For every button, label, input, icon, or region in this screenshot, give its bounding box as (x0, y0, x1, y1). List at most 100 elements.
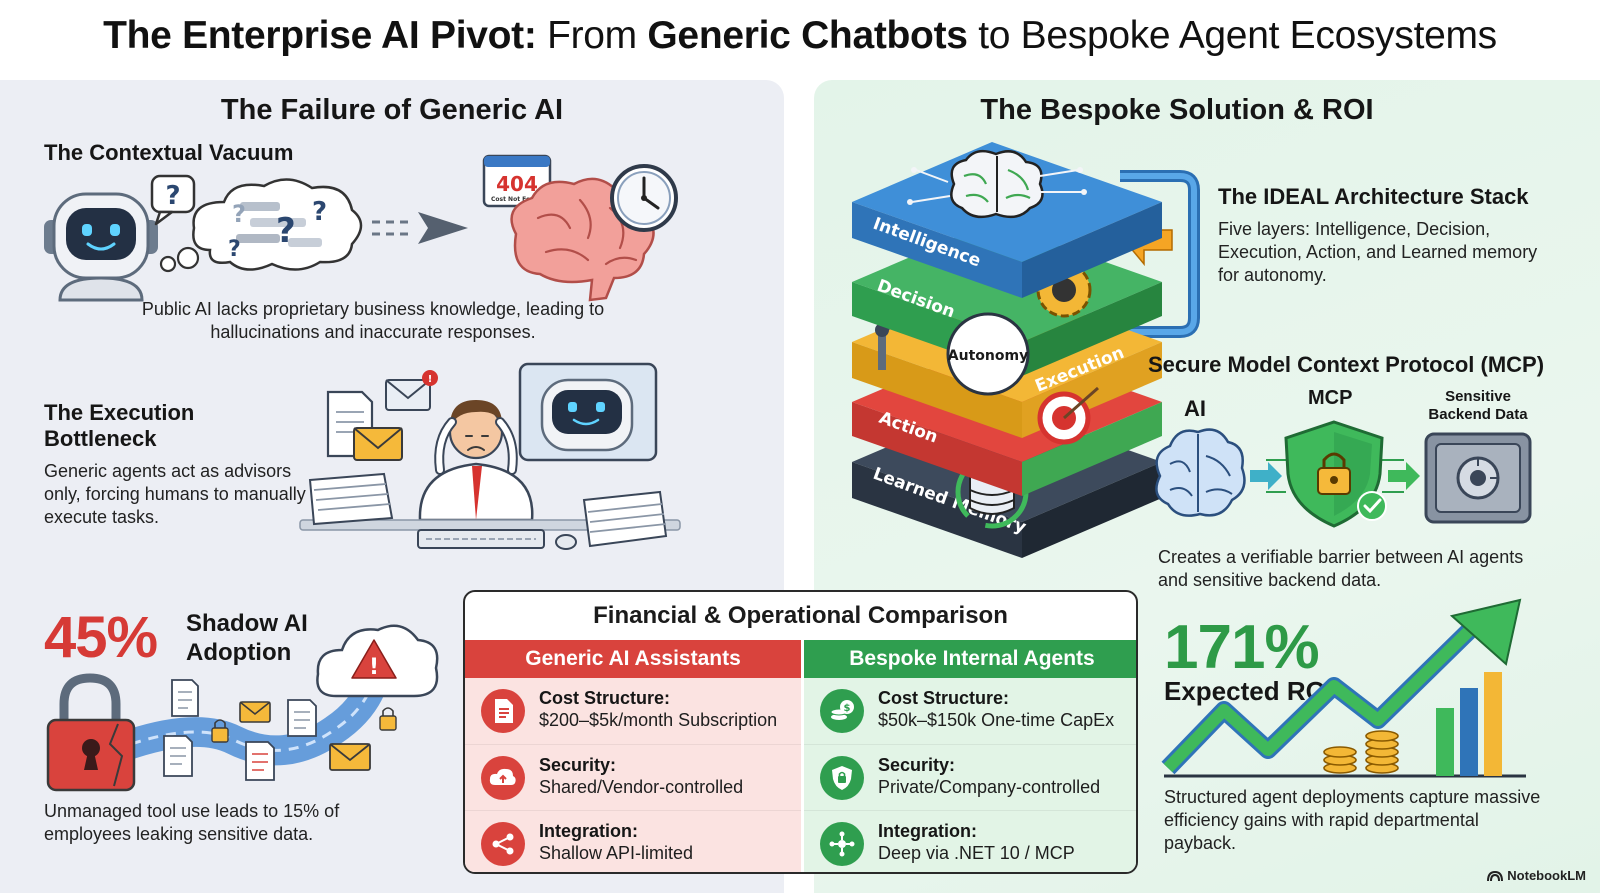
thought-cloud-icon: ? ? ? ? (159, 178, 363, 273)
svg-text:?: ? (312, 197, 327, 227)
cloud-icon (481, 756, 525, 800)
leaked-document-icon (245, 741, 275, 781)
svg-text:?: ? (228, 237, 241, 262)
svg-text:?: ? (276, 211, 296, 251)
title-part-3: Generic Chatbots (647, 14, 968, 57)
network-icon (820, 822, 864, 866)
envelope-icon (329, 743, 371, 771)
cost-value: $50k–$150k One-time CapEx (878, 710, 1115, 730)
roi-label: Expected ROI (1164, 676, 1334, 706)
autonomy-badge: Autonomy (946, 312, 1030, 396)
contextual-vacuum-title: The Contextual Vacuum (44, 140, 294, 165)
ideal-stack-title: The IDEAL Architecture Stack (1218, 184, 1529, 209)
bespoke-column-header: Bespoke Internal Agents (804, 640, 1136, 678)
mcp-illustration (1155, 420, 1532, 528)
brain-circuit-icon (907, 149, 1087, 219)
envelope-icon (353, 427, 403, 461)
mcp-data-label: Sensitive Backend Data (1428, 388, 1528, 423)
failure-panel-title: The Failure of Generic AI (220, 94, 564, 126)
cost-label: Cost Structure: (539, 688, 671, 708)
security-label: Security: (878, 755, 956, 775)
vault-icon (1424, 432, 1532, 524)
bespoke-column: $ Cost Structure: $50k–$150k One-time Ca… (804, 678, 1136, 872)
execution-bottleneck-text: Generic agents act as advisors only, for… (44, 461, 306, 527)
title-part-2: From (536, 14, 648, 57)
table-row: Security: Shared/Vendor-controlled (465, 744, 801, 808)
title-part-1: The Enterprise AI Pivot: (103, 14, 537, 57)
brand-watermark: NotebookLM (1487, 868, 1586, 883)
roi-bar (1436, 708, 1454, 776)
arrow-right-icon (1388, 462, 1420, 490)
cost-label: Cost Structure: (878, 688, 1010, 708)
shield-lock-icon (820, 756, 864, 800)
security-value: Private/Company-controlled (878, 777, 1101, 797)
share-icon (481, 822, 525, 866)
table-row: Integration: Deep via .NET 10 / MCP (804, 810, 1136, 872)
title-part-4: to Bespoke Agent Ecosystems (967, 14, 1497, 57)
arrow-right-icon (1250, 462, 1282, 490)
ideal-stack-text: Five layers: Intelligence, Decision, Exe… (1218, 219, 1538, 285)
ai-brain-icon (1155, 428, 1246, 517)
broken-padlock-icon (46, 673, 136, 792)
mcp-title: Secure Model Context Protocol (MCP) (1148, 352, 1545, 377)
table-row: Integration: Shallow API-limited (465, 810, 801, 872)
notebooklm-logo-icon (1487, 870, 1504, 881)
leaked-document-icon (171, 679, 199, 717)
cost-value: $200–$5k/month Subscription (539, 710, 778, 730)
generic-column: Cost Structure: $200–$5k/month Subscript… (465, 678, 801, 872)
comparison-title: Financial & Operational Comparison (593, 602, 1008, 629)
keyboard-icon (417, 529, 545, 549)
arrow-right-icon (372, 212, 468, 244)
robot-monitor-icon (518, 362, 658, 462)
robot-icon (44, 192, 158, 302)
execution-bottleneck-title: The Execution Bottleneck (44, 400, 195, 452)
roi-stat: 171% (1164, 613, 1320, 682)
integration-label: Integration: (539, 821, 638, 841)
warning-cloud-icon: ! (316, 624, 439, 698)
svg-text:!: ! (428, 374, 433, 385)
target-icon (1037, 386, 1099, 445)
leaked-document-icon (163, 735, 193, 777)
clock-icon (610, 164, 678, 232)
comparison-table: Financial & Operational Comparison Gener… (463, 590, 1138, 874)
architecture-stack-illustration: Learned Memory Action Execution (852, 142, 1200, 558)
solution-panel-title: The Bespoke Solution & ROI (980, 94, 1374, 126)
svg-text:?: ? (165, 181, 180, 211)
coins-icon: $ (820, 689, 864, 733)
security-value: Shared/Vendor-controlled (539, 777, 744, 797)
page-title: The Enterprise AI Pivot: From Generic Ch… (0, 14, 1600, 58)
stressed-person-icon (418, 400, 534, 522)
svg-text:!: ! (369, 655, 379, 680)
brand-label: NotebookLM (1507, 868, 1586, 883)
envelope-icon (239, 701, 271, 723)
roi-chart-illustration (1161, 598, 1526, 778)
shadow-ai-text: Unmanaged tool use leads to 15% of emplo… (44, 801, 340, 844)
shadow-ai-illustration: ! (46, 624, 439, 792)
contextual-vacuum-text: Public AI lacks proprietary business kno… (141, 299, 605, 342)
roi-text: Structured agent deployments capture mas… (1164, 787, 1541, 853)
paper-stack-right-icon (582, 490, 668, 548)
coins-icon (1323, 730, 1399, 774)
roi-bar (1484, 672, 1502, 776)
question-bubble-icon: ? (150, 174, 196, 226)
security-label: Security: (539, 755, 617, 775)
paper-stack-icon (308, 472, 394, 526)
leaked-document-icon (287, 699, 317, 737)
roi-bar (1460, 688, 1478, 776)
contextual-vacuum-illustration: ? ? ? ? ? 404 Cost Not Found (44, 154, 678, 302)
document-icon (481, 689, 525, 733)
integration-value: Deep via .NET 10 / MCP (878, 843, 1075, 863)
svg-text:?: ? (232, 200, 246, 228)
integration-label: Integration: (878, 821, 977, 841)
svg-text:Cost Not Found: Cost Not Found (491, 196, 543, 203)
table-row: Security: Private/Company-controlled (804, 744, 1136, 808)
mouse-icon (555, 534, 577, 550)
mcp-shield-icon (1266, 420, 1404, 528)
table-row: Cost Structure: $200–$5k/month Subscript… (465, 678, 801, 742)
layer-intelligence: Intelligence (852, 142, 1162, 298)
small-lock-icon (211, 719, 229, 743)
execution-bottleneck-illustration: ! (299, 362, 681, 550)
svg-text:$: $ (844, 703, 851, 714)
table-row: $ Cost Structure: $50k–$150k One-time Ca… (804, 678, 1136, 742)
generic-column-header: Generic AI Assistants (465, 640, 801, 678)
